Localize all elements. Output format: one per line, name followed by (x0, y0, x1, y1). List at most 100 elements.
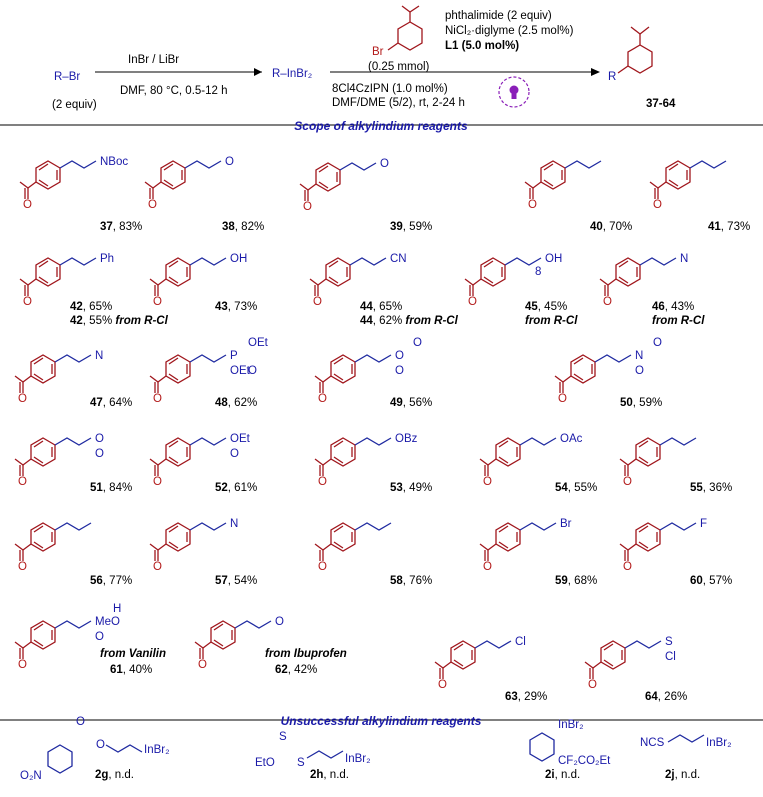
substituent-59: Br (560, 518, 572, 530)
caption-57: 57, 54% (215, 575, 257, 587)
alkyl-chain (234, 620, 272, 629)
thioether-sulfur: S (297, 757, 305, 769)
substituent-63: Cl (515, 636, 526, 648)
acetophenone-fragment (149, 522, 191, 574)
substituent-39: O (380, 158, 389, 170)
alkyl-chain (624, 640, 662, 649)
caption-43: 43, 73% (215, 301, 257, 313)
acetophenone-fragment (524, 160, 566, 212)
alkyl-chain (184, 160, 222, 169)
alkyl-chain (349, 257, 387, 266)
indium-label: InBr₂ (345, 753, 371, 765)
caption-41: 41, 73% (708, 221, 750, 233)
thione-sulfur: S (279, 731, 287, 743)
acetophenone-fragment (599, 257, 641, 309)
reaction-scheme: R–Br (2 equiv) InBr / LiBr DMF, 80 °C, 0… (52, 5, 676, 111)
caption-47: 47, 64% (90, 397, 132, 409)
caption-45: 45, 45% (525, 301, 567, 313)
caption-2g: 2g, n.d. (95, 769, 134, 781)
acetophenone-fragment (14, 620, 56, 672)
caption-62: 62, 42% (275, 664, 317, 676)
compound-39: O39, 59% (299, 158, 432, 233)
compound-63: Cl 63, 29% (434, 636, 547, 703)
substituent-2-51: O (95, 448, 104, 460)
acetophenone-fragment (14, 354, 56, 406)
source-note-61: from Vanilin (100, 648, 166, 660)
substituent-54: OAc (560, 433, 583, 445)
substituent-47: N (95, 350, 103, 362)
caption-42: 42, 65% (70, 301, 112, 313)
substituent-2-61: O (95, 631, 104, 643)
alkyl-chain (54, 522, 92, 531)
caption-53: 53, 49% (390, 482, 432, 494)
alkyl-chain (519, 522, 557, 531)
condition-1-line-2: DMF, 80 °C, 0.5-12 h (120, 85, 228, 97)
scope-section-title: Scope of alkylindium reagents (294, 119, 468, 133)
acetophenone-fragment (554, 354, 596, 406)
alkyl-chain (189, 522, 227, 531)
caption-37: 37, 83% (100, 221, 142, 233)
alkyl-chain (504, 257, 542, 266)
nitrophenyl-ring (47, 744, 73, 774)
substituent-3-50: O (653, 337, 662, 349)
caption-49: 49, 56% (390, 397, 432, 409)
caption-40: 40, 70% (590, 221, 632, 233)
alkyl-chain (189, 437, 227, 446)
substituent-38: O (225, 156, 234, 168)
alkyl-chain (689, 160, 727, 169)
subscript-45: 8 (535, 266, 541, 278)
alkyl-bromide: R–Br (54, 71, 80, 83)
acetophenone-fragment (19, 257, 61, 309)
alkyl-chain (519, 437, 557, 446)
substituent-46: N (680, 253, 688, 265)
caption-note-46: from R-Cl (652, 315, 705, 327)
substituent-48: P (230, 350, 238, 362)
acetophenone-fragment (194, 620, 236, 672)
caption-55: 55, 36% (690, 482, 732, 494)
compound-47: N 47, 64% (14, 350, 132, 409)
alkyl-chain (659, 522, 697, 531)
aryl-amount: (0.25 mmol) (368, 61, 430, 73)
substituent-2-50: O (635, 365, 644, 377)
difluoroester-group: CF₂CO₂Et (558, 755, 611, 767)
alkyl-chain (59, 160, 97, 169)
alkyl-chain (594, 354, 632, 363)
acetophenone-fragment (649, 160, 691, 212)
indium-label: InBr₂ (144, 744, 170, 756)
caption-alt-42: 42, 55% from R-Cl (70, 315, 169, 327)
cyclohexane-ring (529, 732, 555, 762)
caption-56: 56, 77% (90, 575, 132, 587)
compound-55: 55, 36% (619, 437, 732, 494)
substituent-51: O (95, 433, 104, 445)
condition-2-line-2: NiCl₂·diglyme (2.5 mol%) (445, 25, 574, 37)
caption-46: 46, 43% (652, 301, 694, 313)
alkyl-chain (54, 354, 92, 363)
thiocyanate-group: NCS (640, 737, 665, 749)
acetophenone-fragment (14, 522, 56, 574)
alkyl-chain (54, 620, 92, 629)
caption-63: 63, 29% (505, 691, 547, 703)
unsuccessful-section-title: Unsuccessful alkylindium reagents (281, 714, 482, 728)
acetophenone-fragment (584, 640, 626, 692)
acetophenone-fragment (309, 257, 351, 309)
substituent-49: O (395, 350, 404, 362)
indium-label: InBr₂ (706, 737, 732, 749)
product-structure (617, 26, 653, 74)
substituent-42: Ph (100, 253, 114, 265)
light-bulb-icon (498, 76, 530, 108)
substituent-3-61: H (113, 603, 121, 615)
indium-label: InBr₂ (558, 719, 584, 731)
